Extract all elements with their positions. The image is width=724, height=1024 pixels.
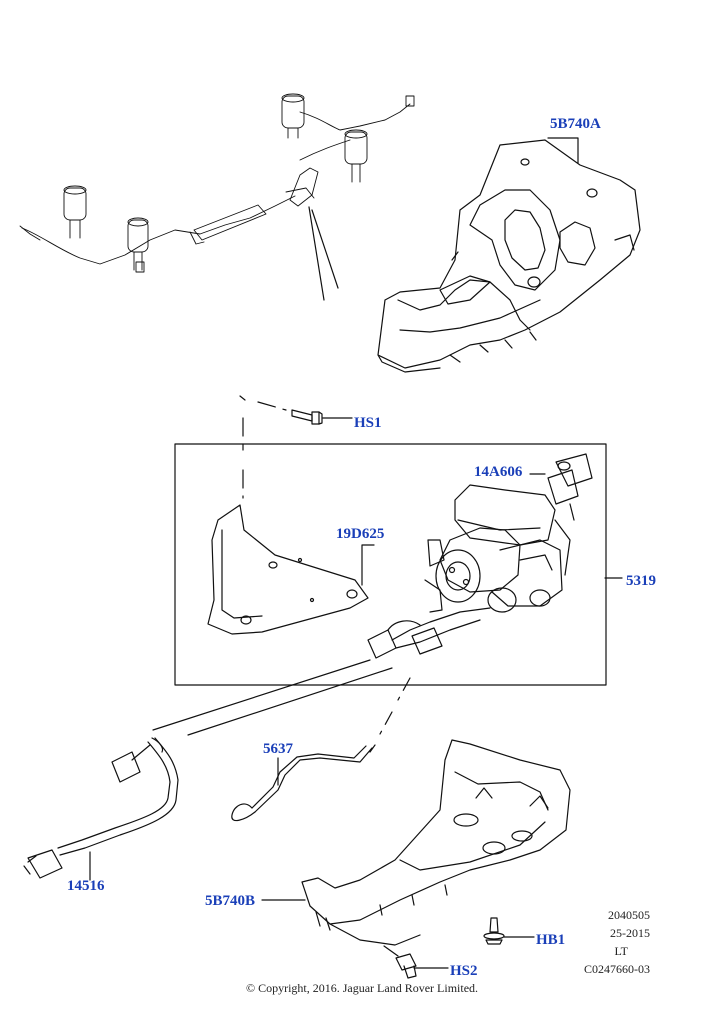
callout-hs2[interactable]: HS2: [450, 963, 478, 979]
copyright-notice: © Copyright, 2016. Jaguar Land Rover Lim…: [245, 981, 479, 995]
leader-5b740a: [547, 137, 579, 164]
harness-to-14516-lines: [152, 659, 393, 736]
info-line-4: C0247660-03: [584, 962, 650, 976]
air-compressor-5319[interactable]: [424, 484, 571, 613]
callout-5b740b[interactable]: 5B740B: [205, 893, 256, 909]
compressor-bracket-19d625[interactable]: [207, 504, 369, 635]
compressor-fitting-line: [369, 677, 411, 753]
callout-5319[interactable]: 5319: [626, 573, 656, 589]
info-line-1: 2040505: [608, 908, 650, 922]
compressor-cover-5b740b[interactable]: [301, 739, 571, 946]
wiring-harness-14516[interactable]: [23, 737, 179, 879]
overview-leader-lines: [308, 206, 339, 301]
compressor-harness-connectors: [367, 607, 491, 659]
bolt-hs2[interactable]: [383, 945, 417, 979]
callout-5b740a[interactable]: 5B740A: [550, 116, 601, 132]
callout-19d625[interactable]: 19D625: [336, 526, 385, 542]
info-line-2: 25-2015: [610, 926, 650, 940]
callout-5637[interactable]: 5637: [263, 741, 293, 757]
leader-19d625: [361, 544, 375, 586]
vehicle-suspension-overview: [19, 93, 415, 273]
compressor-assembly-frame: [174, 443, 607, 686]
hs1-fitting-line: [239, 395, 287, 499]
air-pipe-5637[interactable]: [231, 745, 373, 822]
callout-14a606[interactable]: 14A606: [474, 464, 523, 480]
solenoid-valve-14a606[interactable]: [547, 453, 593, 521]
callout-hs1[interactable]: HS1: [354, 415, 382, 431]
bolt-hs1[interactable]: [291, 409, 323, 425]
callout-hb1[interactable]: HB1: [536, 932, 566, 948]
info-line-3: LT: [614, 944, 628, 958]
rivet-hb1[interactable]: [483, 917, 505, 945]
callout-14516[interactable]: 14516: [67, 878, 105, 894]
air-spring-cover-5b740a[interactable]: [377, 139, 641, 373]
